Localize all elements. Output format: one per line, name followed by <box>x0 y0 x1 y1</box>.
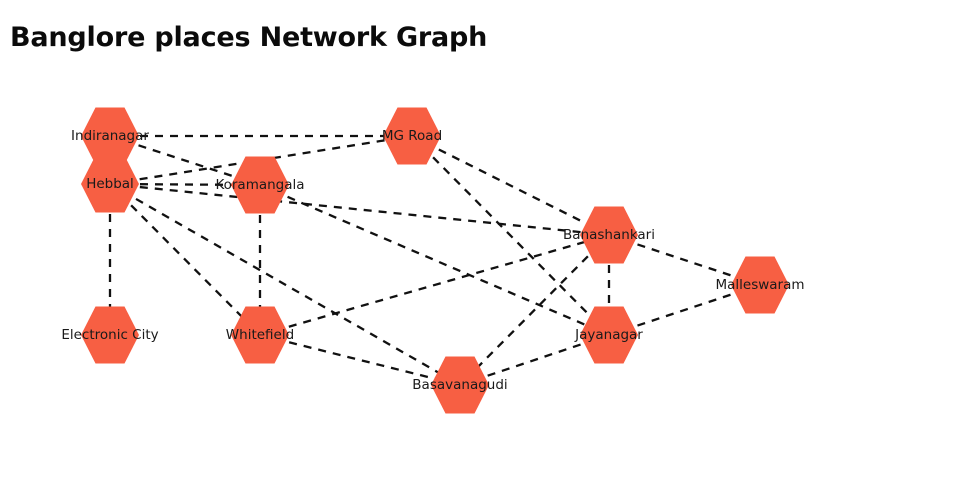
graph-node-label-basavanagudi: Basavanagudi <box>412 377 507 393</box>
graph-edge <box>109 134 261 187</box>
graph-edge <box>608 233 761 287</box>
graph-node-label-mg-road: MG Road <box>382 128 442 144</box>
graph-edge <box>608 283 761 337</box>
graph-edge <box>259 333 461 387</box>
graph-edge <box>459 333 610 387</box>
graph-edge <box>411 135 610 336</box>
graph-node-whitefield[interactable] <box>231 306 289 364</box>
graph-node-label-banashankari: Banashankari <box>563 227 655 243</box>
graph-node-label-koramangala: Koramangala <box>215 177 304 193</box>
graph-edge <box>411 134 610 237</box>
graph-edge <box>109 183 261 336</box>
graph-node-label-malleswaram: Malleswaram <box>715 277 804 293</box>
graph-node-label-electronic-city: Electronic City <box>61 327 158 343</box>
graph-node-koramangala[interactable] <box>231 156 289 214</box>
page-title: Banglore places Network Graph <box>10 22 488 53</box>
graph-node-electronic-city[interactable] <box>81 306 139 364</box>
graph-edge <box>459 234 610 386</box>
graph-node-jayanagar[interactable] <box>580 306 638 364</box>
graph-edge <box>259 183 610 337</box>
edges-layer <box>108 134 761 387</box>
graph-node-basavanagudi[interactable] <box>431 356 489 414</box>
graph-node-malleswaram[interactable] <box>731 256 789 314</box>
graph-edge <box>259 233 610 337</box>
graph-node-banashankari[interactable] <box>580 206 638 264</box>
nodes-layer <box>81 107 789 414</box>
graph-node-label-indiranagar: Indiranagar <box>71 128 149 144</box>
graph-node-label-hebbal: Hebbal <box>86 176 134 192</box>
graph-edge <box>109 183 461 386</box>
graph-node-label-whitefield: Whitefield <box>226 327 294 343</box>
graph-node-indiranagar[interactable] <box>81 107 139 165</box>
graph-node-label-jayanagar: Jayanagar <box>574 327 643 343</box>
graph-node-mg-road[interactable] <box>383 107 441 165</box>
graph-node-hebbal[interactable] <box>81 155 139 213</box>
